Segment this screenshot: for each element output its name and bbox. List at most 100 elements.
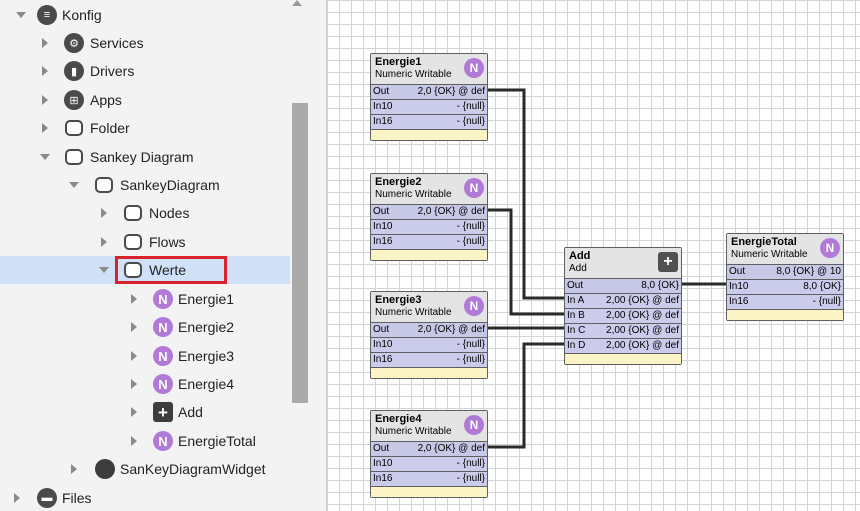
block-title: Add: [569, 250, 591, 262]
slot-name: In D: [567, 340, 586, 351]
expand-arrow-icon[interactable]: [127, 427, 141, 455]
tree-item-services[interactable]: ⚙ Services: [0, 29, 290, 57]
slot-in10[interactable]: In10- {null}: [371, 99, 487, 114]
tree-item-label: Flows: [149, 234, 186, 250]
slot-name: In16: [373, 236, 393, 247]
slot-value: - {null}: [456, 236, 485, 247]
tree-item-files[interactable]: ▬ Files: [0, 484, 290, 511]
expand-arrow-icon[interactable]: [97, 199, 111, 227]
expand-arrow-icon[interactable]: [38, 29, 52, 57]
slot-value: 8,0 {OK}: [641, 280, 679, 291]
collapse-arrow-icon[interactable]: [97, 256, 111, 284]
expand-arrow-icon[interactable]: [127, 313, 141, 341]
tree-item-label: Files: [62, 490, 92, 506]
tree-item-label: EnergieTotal: [178, 433, 256, 449]
expand-arrow-icon[interactable]: [67, 455, 81, 483]
slot-in16[interactable]: In16- {null}: [727, 294, 843, 309]
tree-item-werte[interactable]: Werte: [0, 256, 290, 284]
expand-arrow-icon[interactable]: [127, 370, 141, 398]
slot-in16[interactable]: In16 - {null}: [371, 234, 487, 249]
slot-value: - {null}: [456, 458, 485, 469]
slot-name: Out: [373, 443, 390, 454]
tree-item-label: Energie4: [178, 376, 235, 392]
slot-in10[interactable]: In10- {null}: [371, 219, 487, 234]
block-title: Energie2: [375, 176, 422, 188]
tree-item-sankey-diagram[interactable]: Sankey Diagram: [0, 143, 290, 171]
expand-arrow-icon[interactable]: [38, 57, 52, 85]
expand-arrow-icon[interactable]: [127, 342, 141, 370]
expand-arrow-icon[interactable]: [97, 228, 111, 256]
slot-in-d[interactable]: In D 2,00 {OK} @ def: [565, 338, 681, 353]
tree-item-energietotal[interactable]: N EnergieTotal: [0, 427, 290, 455]
slot-name: In16: [373, 473, 393, 484]
tree-item-label: Folder: [90, 120, 130, 136]
slot-name: In10: [373, 339, 393, 350]
tree-item-energie2[interactable]: N Energie2: [0, 313, 290, 341]
tree-item-folder[interactable]: Folder: [0, 114, 290, 142]
tree-item-apps[interactable]: ⊞ Apps: [0, 86, 290, 114]
tree-scrollbar-thumb[interactable]: [292, 103, 308, 403]
slot-in16[interactable]: In16- {null}: [371, 471, 487, 486]
numeric-writable-icon: N: [153, 289, 173, 309]
slot-value: 2,00 {OK} @ def: [606, 310, 679, 321]
tree-item-label: Energie1: [178, 291, 235, 307]
tree-item-energie3[interactable]: N Energie3: [0, 342, 290, 370]
expand-arrow-icon[interactable]: [127, 398, 141, 426]
apps-icon: ⊞: [64, 90, 84, 110]
tree-item-konfig[interactable]: ≡ Konfig: [0, 1, 290, 29]
slot-value: 2,00 {OK} @ def: [606, 340, 679, 351]
expand-arrow-icon[interactable]: [10, 484, 24, 511]
slot-name: In16: [729, 296, 749, 307]
tree-item-add[interactable]: + Add: [0, 398, 290, 426]
tree-item-energie1[interactable]: N Energie1: [0, 285, 290, 313]
tree-item-energie4[interactable]: N Energie4: [0, 370, 290, 398]
collapse-arrow-icon[interactable]: [67, 171, 81, 199]
link-energie1-to-add-in-a: [488, 88, 564, 300]
tree-item-nodes[interactable]: Nodes: [0, 199, 290, 227]
tree-item-flows[interactable]: Flows: [0, 228, 290, 256]
slot-value: - {null}: [456, 221, 485, 232]
expand-arrow-icon[interactable]: [38, 86, 52, 114]
collapse-arrow-icon[interactable]: [38, 143, 52, 171]
numeric-writable-icon: N: [153, 431, 173, 451]
slot-in10[interactable]: In10- {null}: [371, 337, 487, 352]
slot-in16[interactable]: In16- {null}: [371, 114, 487, 129]
expand-arrow-icon[interactable]: [127, 285, 141, 313]
tree-item-label: SankeyDiagram: [120, 177, 220, 193]
tree-item-sankeydiagramwidget[interactable]: SanKeyDiagramWidget: [0, 455, 290, 483]
slot-in10[interactable]: In10- {null}: [371, 456, 487, 471]
slot-in16[interactable]: In16- {null}: [371, 352, 487, 367]
expand-arrow-icon[interactable]: [38, 114, 52, 142]
slot-name: Out: [373, 324, 390, 335]
link-energie4-to-add-in-d: [488, 342, 564, 449]
navigation-tree: ≡ Konfig ⚙ Services ▮ Drivers ⊞ Apps Fol…: [0, 0, 326, 511]
slot-value: 8,0 {OK} @ 10: [776, 266, 841, 277]
scroll-up-icon[interactable]: [292, 0, 302, 6]
folder-icon: [124, 234, 142, 250]
panel-divider[interactable]: [326, 0, 327, 511]
folder-icon: [124, 262, 142, 278]
services-icon: ⚙: [64, 33, 84, 53]
collapse-arrow-icon[interactable]: [14, 1, 28, 29]
tree-item-drivers[interactable]: ▮ Drivers: [0, 57, 290, 85]
tree-item-label: Apps: [90, 92, 122, 108]
tree-item-sankeydiagram[interactable]: SankeyDiagram: [0, 171, 290, 199]
slot-value: - {null}: [456, 354, 485, 365]
